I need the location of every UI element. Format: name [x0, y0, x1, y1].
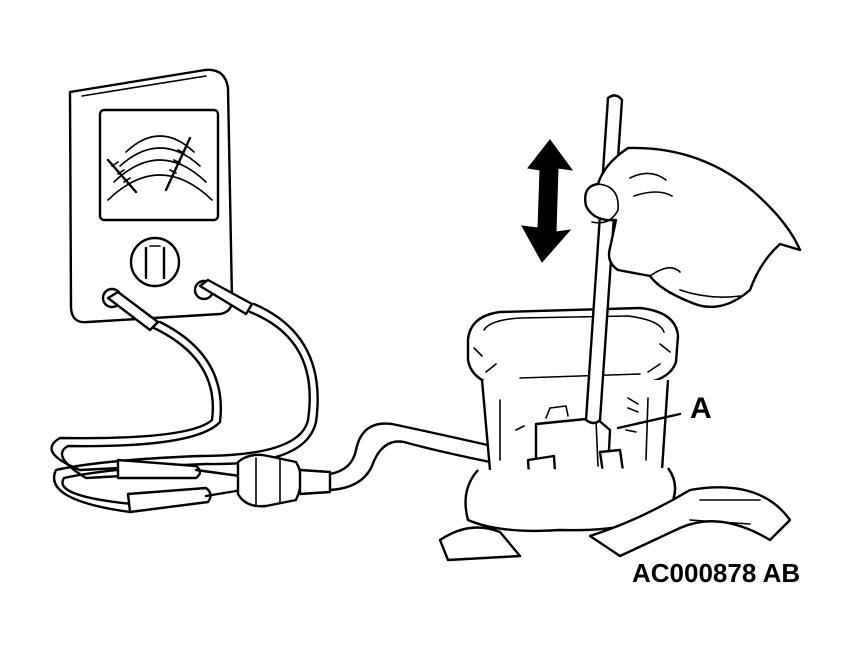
- hand: [584, 146, 802, 309]
- harness-connector: [236, 422, 502, 508]
- callout-label-a: A: [690, 392, 712, 425]
- fuel-pump-sender-unit: [438, 306, 792, 562]
- range-selector-knob: [129, 236, 181, 288]
- callout-leader: [616, 412, 682, 430]
- double-arrow-up-down-icon: [521, 139, 574, 263]
- test-lead-wires: [50, 278, 319, 514]
- figure-code: AC000878 AB: [632, 558, 800, 588]
- meter-dial-face: [98, 108, 220, 222]
